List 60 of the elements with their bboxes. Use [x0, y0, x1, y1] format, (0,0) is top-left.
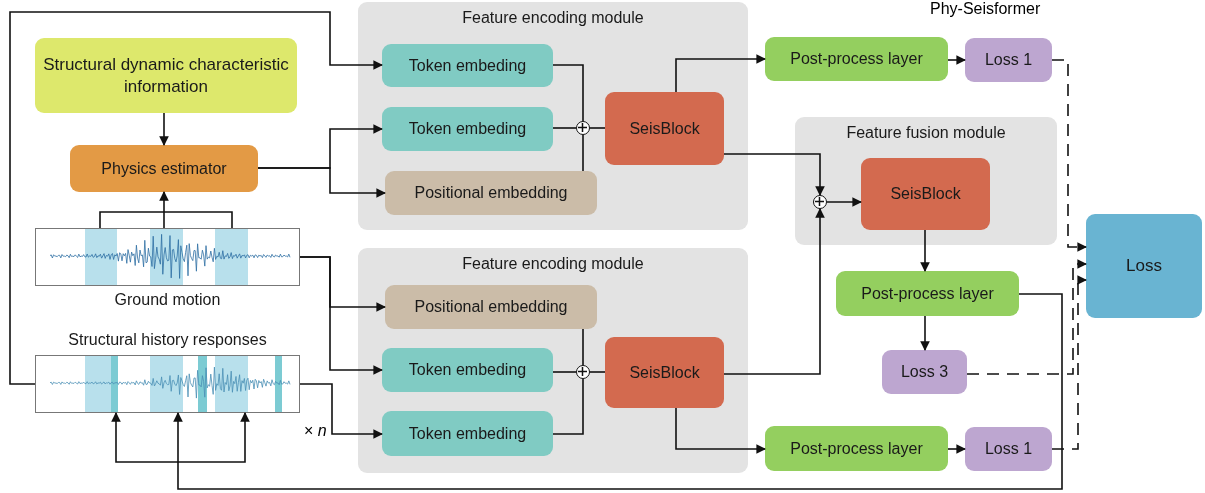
connector-line: [552, 127, 577, 129]
arrow: [675, 407, 766, 454]
sum-circle: [813, 195, 827, 209]
layer-box: Post-process layer: [836, 271, 1019, 316]
arrow: [947, 444, 966, 454]
module-panel: [795, 117, 1057, 245]
arrow: [257, 167, 386, 198]
arrow: [920, 315, 930, 351]
layer-box: Post-process layer: [765, 426, 948, 471]
arrow: [723, 208, 825, 375]
merge-bracket: [99, 211, 233, 229]
multiplier-label: × n: [304, 422, 327, 440]
arrow: [920, 229, 930, 272]
connector-line: [582, 328, 584, 366]
arrow: [723, 153, 825, 196]
panel-heading: Feature encoding module: [461, 8, 645, 28]
layer-box: Post-process layer: [765, 37, 948, 81]
panel-heading: Structural history responses: [68, 330, 267, 350]
connector-line: [552, 378, 584, 435]
dashed-arrow: [1051, 275, 1087, 450]
embedding-box: Positional embedding: [385, 285, 597, 329]
connector-line: [552, 371, 577, 373]
module-panel: [358, 248, 748, 473]
loss-box: Loss 1: [965, 427, 1052, 471]
embedding-box: Token embeding: [382, 44, 553, 87]
connector-line: [589, 371, 606, 373]
arrow: [9, 11, 383, 385]
loss-box: Loss 3: [882, 350, 967, 394]
panel-caption: Ground motion: [114, 290, 221, 310]
connector-line: [552, 64, 584, 122]
arrow: [299, 383, 383, 439]
block-box: SeisBlock: [605, 337, 724, 408]
loss-box: Loss: [1086, 214, 1202, 318]
dashed-arrow: [966, 259, 1087, 375]
loss-box: Loss 1: [965, 38, 1052, 82]
dashed-arrow: [1051, 59, 1087, 252]
diagram-title: Phy-Seisformer: [930, 0, 1041, 18]
panel-heading: Feature encoding module: [461, 254, 645, 274]
arrow: [947, 55, 966, 65]
arrow: [675, 54, 766, 93]
sum-circle: [576, 121, 590, 135]
module-panel: [358, 2, 748, 230]
sum-circle: [576, 365, 590, 379]
process-box: Physics estimator: [70, 145, 258, 192]
split-arrow: [111, 412, 250, 463]
arrow: [299, 256, 383, 375]
embedding-box: Token embeding: [382, 348, 553, 392]
embedding-box: Token embeding: [382, 411, 553, 456]
embedding-box: Positional embedding: [385, 171, 597, 215]
info-box: Structural dynamic characteristic information: [35, 38, 297, 113]
arrow: [159, 112, 169, 146]
connector-line: [582, 134, 584, 172]
arrow: [173, 293, 1063, 490]
connector-line: [589, 127, 606, 129]
embedding-box: Token embeding: [382, 107, 553, 151]
block-box: SeisBlock: [861, 158, 990, 230]
block-box: SeisBlock: [605, 92, 724, 165]
arrow: [159, 191, 169, 213]
arrow: [826, 197, 862, 207]
panel-heading: Feature fusion module: [845, 123, 1007, 143]
